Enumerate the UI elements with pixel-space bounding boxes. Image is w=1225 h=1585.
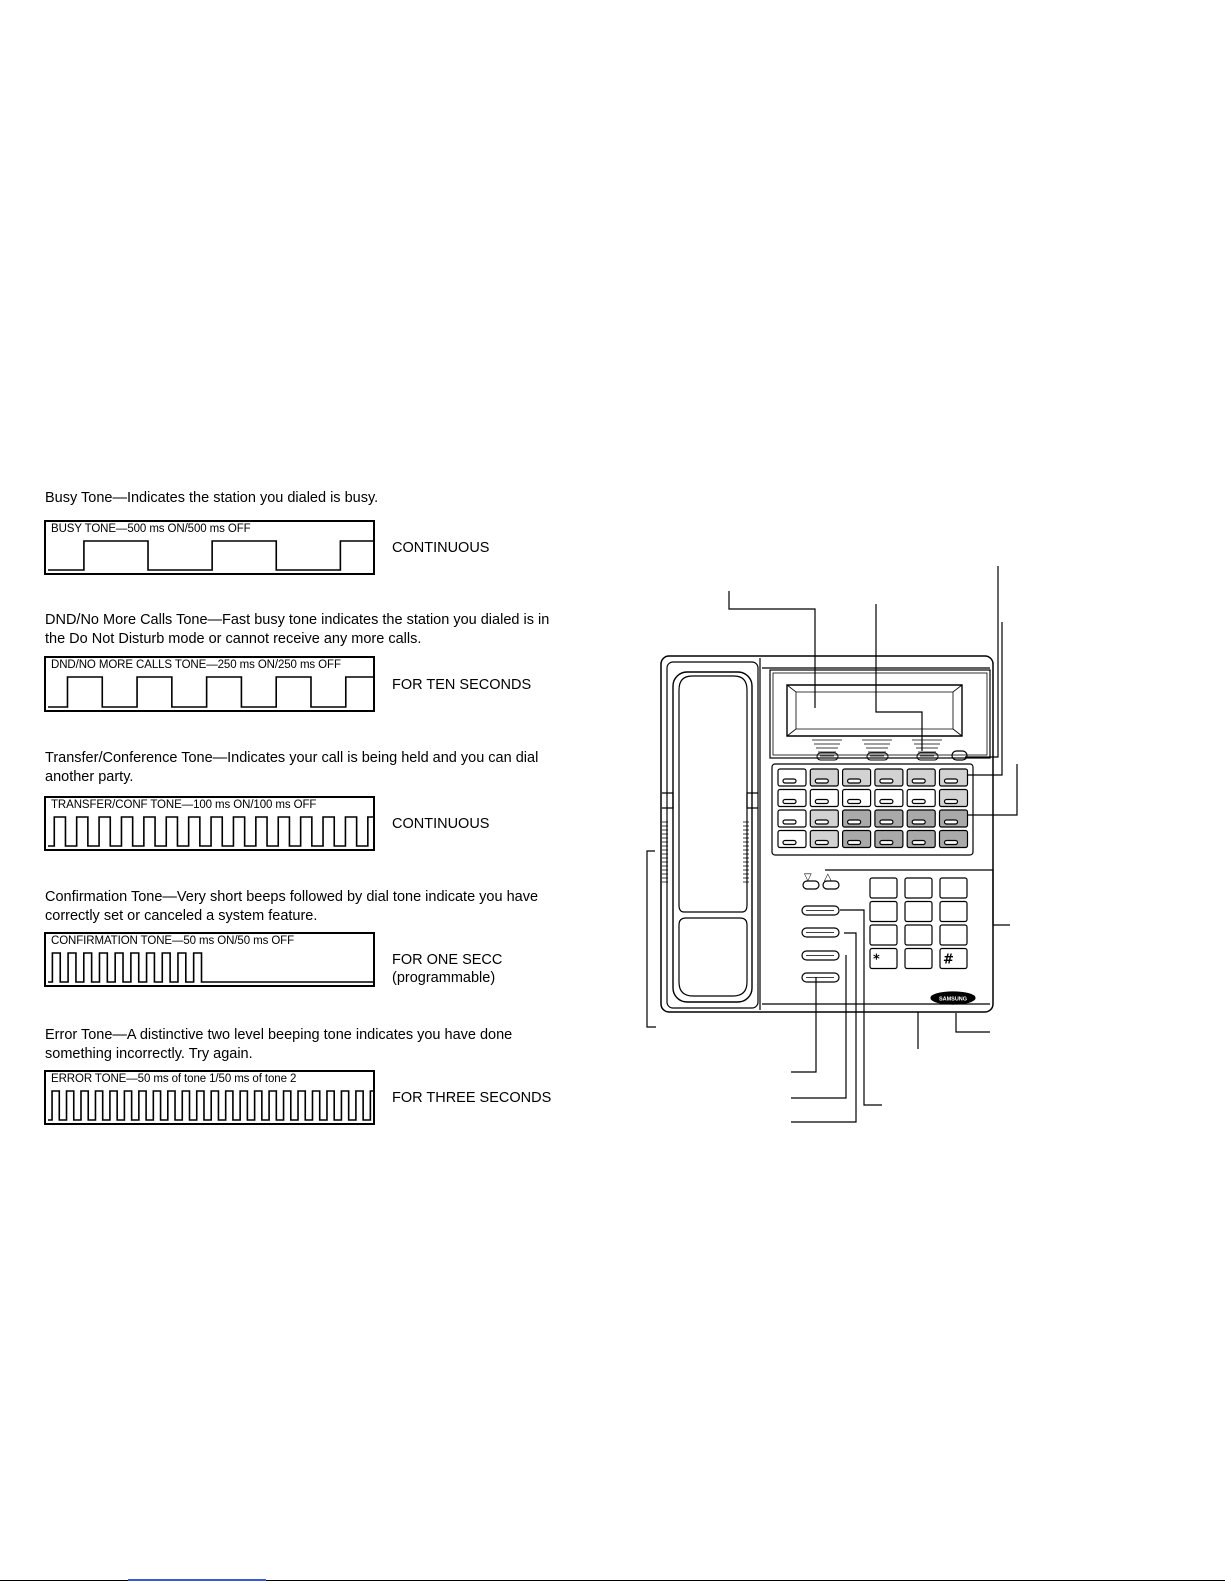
lcd-display (769, 669, 991, 759)
confirmation-tone-duration: FOR ONE SECC (392, 952, 503, 968)
confirmation-tone-description: Confirmation Tone—Very short beeps follo… (45, 889, 539, 924)
key-lamp (911, 819, 926, 825)
key-lamp (943, 798, 959, 805)
error-tone-waveform: ERROR TONE—50 ms of tone 1/50 ms of tone… (44, 1070, 375, 1125)
key-lamp (943, 819, 959, 825)
key-lamp (782, 839, 797, 846)
page-link-underline[interactable] (128, 1579, 266, 1581)
waveform-path (48, 540, 373, 571)
dial-key[interactable] (904, 924, 933, 946)
callout-lines (646, 566, 1018, 1123)
dial-key[interactable] (869, 947, 898, 970)
busy-tone-label: BUSY TONE—500 ms ON/500 ms OFF (51, 523, 253, 535)
key-lamp (879, 778, 894, 784)
key-lamp (814, 798, 829, 805)
busy-tone-trace (48, 540, 373, 571)
key-lamp (943, 778, 959, 784)
key-lamp (879, 798, 894, 805)
key-lamp (814, 839, 829, 846)
error-tone-trace (48, 1090, 373, 1121)
dnd-tone-trace (48, 676, 373, 708)
transfer-tone-label: TRANSFER/CONF TONE—100 ms ON/100 ms OFF (51, 799, 319, 811)
page-bottom-rule (0, 1580, 1225, 1581)
transfer-tone-description: Transfer/Conference Tone—Indicates your … (45, 750, 539, 785)
key-lamp (846, 819, 862, 825)
key-lamp (782, 778, 797, 784)
key-lamp (782, 819, 797, 825)
volume-up-icon: △ (824, 872, 832, 883)
busy-tone-description: Busy Tone—Indicates the station you dial… (45, 490, 379, 506)
transfer-tone-trace (48, 816, 373, 847)
dial-key[interactable] (869, 900, 898, 923)
dial-key[interactable] (869, 877, 898, 899)
waveform-path (48, 676, 373, 708)
dial-key[interactable] (939, 900, 968, 923)
telephone-illustration: *# ▽ △ SAMSUNG (646, 566, 1018, 1123)
programmable-keys[interactable] (777, 768, 969, 849)
transfer-tone-waveform: TRANSFER/CONF TONE—100 ms ON/100 ms OFF (44, 796, 375, 851)
key-lamp (814, 819, 829, 825)
dial-key[interactable] (869, 924, 898, 946)
programmable-key-panel (771, 763, 974, 856)
dnd-tone-description: DND/No More Calls Tone—Fast busy tone in… (45, 612, 550, 647)
speaker-grille-right (743, 821, 749, 883)
dial-key[interactable] (904, 900, 933, 923)
volume-down-icon: ▽ (804, 872, 812, 883)
pound-key-label: # (943, 953, 954, 968)
handset (662, 661, 759, 1009)
dnd-tone-waveform: DND/NO MORE CALLS TONE—250 ms ON/250 ms … (44, 656, 375, 712)
key-lamp (943, 839, 959, 846)
dial-key[interactable] (939, 877, 968, 899)
dial-key[interactable] (904, 877, 933, 899)
samsung-logo-text: SAMSUNG (939, 997, 967, 1003)
key-lamp (911, 778, 926, 784)
error-tone-duration: FOR THREE SECONDS (392, 1090, 552, 1106)
error-tone-label: ERROR TONE—50 ms of tone 1/50 ms of tone… (51, 1073, 299, 1085)
function-keys[interactable] (801, 905, 840, 983)
busy-tone-waveform: BUSY TONE—500 ms ON/500 ms OFF (44, 520, 375, 575)
dnd-tone-label: DND/NO MORE CALLS TONE—250 ms ON/250 ms … (51, 659, 343, 671)
confirmation-tone-duration-note: (programmable) (392, 970, 496, 986)
dial-key[interactable] (939, 924, 968, 946)
waveform-path (48, 1090, 373, 1121)
busy-tone-duration: CONTINUOUS (392, 540, 490, 556)
soft-key-buttons[interactable] (812, 739, 942, 761)
key-lamp (911, 839, 926, 846)
confirmation-tone-label: CONFIRMATION TONE—50 ms ON/50 ms OFF (51, 935, 297, 947)
key-lamp (846, 839, 862, 846)
key-lamp (879, 819, 894, 825)
waveform-path (48, 952, 373, 983)
samsung-logo (930, 991, 976, 1005)
dnd-tone-duration: FOR TEN SECONDS (392, 677, 532, 693)
transfer-tone-duration: CONTINUOUS (392, 816, 490, 832)
message-lamp-button[interactable] (951, 750, 968, 761)
key-lamp (879, 839, 894, 846)
key-lamp (846, 798, 862, 805)
star-key-label: * (873, 953, 880, 968)
key-lamp (814, 778, 829, 784)
key-lamp (911, 798, 926, 805)
dial-keypad[interactable]: *# (869, 877, 968, 970)
waveform-path (48, 816, 373, 847)
speaker-grille-left (662, 821, 668, 883)
error-tone-description: Error Tone—A distinctive two level beepi… (45, 1027, 513, 1062)
confirmation-tone-trace (48, 952, 373, 983)
phone-base (660, 655, 994, 1013)
dial-key[interactable] (939, 947, 968, 970)
dial-key[interactable] (904, 947, 933, 970)
key-lamp (846, 778, 862, 784)
volume-keys[interactable] (802, 880, 840, 890)
key-lamp (782, 798, 797, 805)
confirmation-tone-waveform: CONFIRMATION TONE—50 ms ON/50 ms OFF (44, 932, 375, 987)
